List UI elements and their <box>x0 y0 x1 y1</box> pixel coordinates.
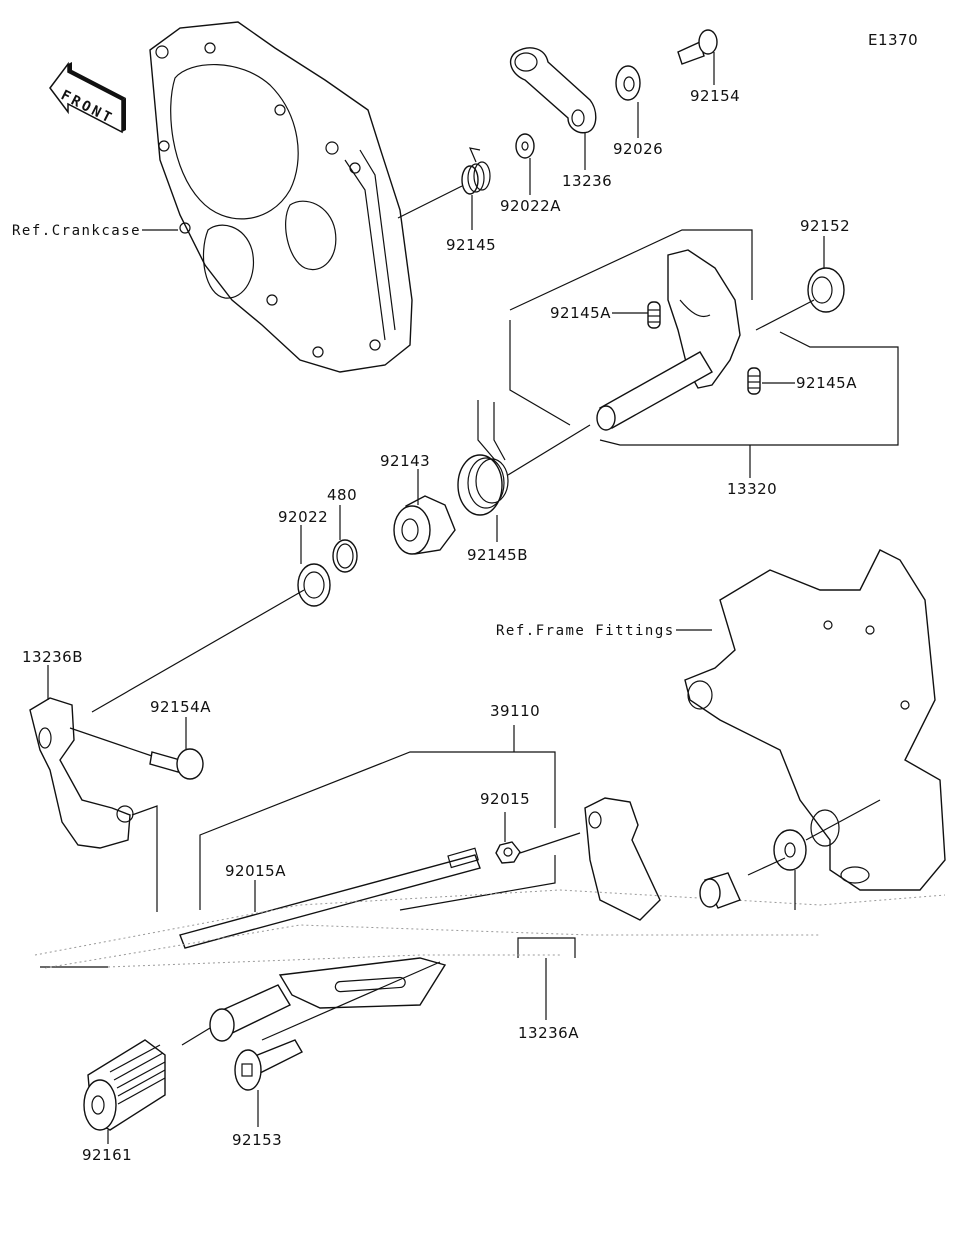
shift-pedal-13236A <box>209 797 661 1042</box>
spring-92145A-upper <box>647 301 661 329</box>
part-label-13236: 13236 <box>562 172 612 190</box>
part-label-92154A: 92154A <box>150 698 211 716</box>
part-label-92153: 92153 <box>232 1131 282 1149</box>
ref-frame-fittings-label: Ref.Frame Fittings <box>496 623 675 639</box>
part-label-92154: 92154 <box>690 87 740 105</box>
part-label-92145A-lower: 92145A <box>796 374 857 392</box>
part-label-13320: 13320 <box>727 480 777 498</box>
part-label-480: 480 <box>327 486 357 504</box>
part-label-92015A: 92015A <box>225 862 286 880</box>
circlip-480 <box>332 539 358 573</box>
bushing-92143 <box>393 495 456 555</box>
frame-fittings-bracket <box>684 549 946 891</box>
part-label-13236B: 13236B <box>22 648 83 666</box>
spring-92145A-lower <box>747 367 761 395</box>
arm-13236B <box>29 697 134 849</box>
part-label-92152: 92152 <box>800 217 850 235</box>
arm-13236 <box>509 47 597 134</box>
part-label-92161: 92161 <box>82 1146 132 1164</box>
nut-92015 <box>495 841 521 864</box>
part-label-13236A: 13236A <box>518 1024 579 1042</box>
diagram-code: E1370 <box>868 31 918 49</box>
washer-92026 <box>615 65 641 101</box>
crankcase-cover <box>149 21 413 373</box>
part-label-92015: 92015 <box>480 790 530 808</box>
collar <box>699 872 741 909</box>
part-label-92026: 92026 <box>613 140 663 158</box>
part-label-92143: 92143 <box>380 452 430 470</box>
shift-shaft-13320 <box>596 249 741 431</box>
part-label-92145: 92145 <box>446 236 496 254</box>
washer-frame <box>773 829 807 871</box>
washer-92022A <box>515 133 535 159</box>
bolt-92154A <box>149 748 204 780</box>
part-label-92145B: 92145B <box>467 546 528 564</box>
rod-92015A <box>179 847 481 949</box>
part-label-92145A-upper: 92145A <box>550 304 611 322</box>
spring-92145B <box>457 400 509 516</box>
part-label-92022: 92022 <box>278 508 328 526</box>
part-label-92022A: 92022A <box>500 197 561 215</box>
spring-92145 <box>461 147 491 195</box>
bolt-92154 <box>677 29 718 65</box>
part-label-39110: 39110 <box>490 702 540 720</box>
bolt-92153 <box>234 1039 303 1091</box>
footpeg-rubber-92161 <box>83 1039 166 1131</box>
ref-crankcase-label: Ref.Crankcase <box>12 223 141 239</box>
seal-92152 <box>807 267 845 313</box>
washer-92022 <box>297 563 331 607</box>
front-arrow-icon: FRONT <box>49 61 126 134</box>
